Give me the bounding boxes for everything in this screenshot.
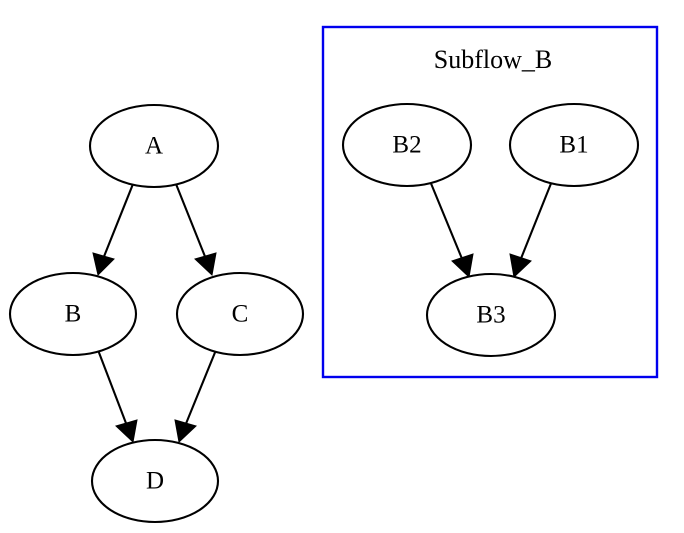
- node-b3-ellipse: [425, 272, 557, 358]
- node-b1[interactable]: B1: [508, 102, 640, 188]
- node-d[interactable]: D: [90, 438, 220, 524]
- node-b1-label: B1: [559, 132, 588, 159]
- node-a-ellipse: [88, 103, 220, 189]
- edge-b2-to-b3[interactable]: [429, 180, 474, 279]
- node-b[interactable]: B: [8, 271, 138, 357]
- edge-b2-to-b3-arrowhead: [451, 253, 474, 279]
- edge-c-to-d-line: [182, 349, 217, 432]
- edge-c-to-d-arrowhead: [174, 419, 197, 443]
- node-b3-label: B3: [476, 302, 505, 329]
- edge-a-to-c-arrowhead: [194, 252, 217, 276]
- edge-b1-to-b3-arrowhead: [509, 253, 532, 279]
- edge-group: [92, 180, 553, 443]
- node-b2-label: B2: [392, 132, 421, 159]
- edge-c-to-d[interactable]: [174, 349, 217, 443]
- edge-b1-to-b3[interactable]: [509, 180, 553, 279]
- edge-a-to-b-line: [100, 183, 134, 265]
- edge-b-to-d-line: [97, 349, 130, 432]
- node-d-label: D: [146, 468, 164, 495]
- edge-b2-to-b3-line: [429, 180, 466, 267]
- node-b-ellipse: [8, 271, 138, 357]
- node-b1-ellipse: [508, 102, 640, 188]
- edge-a-to-b[interactable]: [92, 183, 134, 276]
- edge-a-to-c[interactable]: [175, 183, 217, 276]
- cluster-subflow-b-label: Subflow_B: [434, 45, 552, 74]
- edge-b-to-d[interactable]: [97, 349, 138, 443]
- node-a[interactable]: A: [88, 103, 220, 189]
- node-a-label: A: [145, 133, 163, 160]
- node-d-ellipse: [90, 438, 220, 524]
- edge-a-to-c-line: [175, 183, 209, 265]
- node-b3[interactable]: B3: [425, 272, 557, 358]
- node-b2-ellipse: [341, 102, 473, 188]
- node-group: A B C D B2 B1 B3: [8, 102, 640, 524]
- edge-b-to-d-arrowhead: [115, 419, 138, 443]
- node-c-ellipse: [175, 271, 305, 357]
- node-b2[interactable]: B2: [341, 102, 473, 188]
- edge-b1-to-b3-line: [517, 180, 553, 267]
- node-c[interactable]: C: [175, 271, 305, 357]
- node-b-label: B: [65, 301, 82, 328]
- edge-a-to-b-arrowhead: [92, 252, 115, 276]
- node-c-label: C: [232, 301, 249, 328]
